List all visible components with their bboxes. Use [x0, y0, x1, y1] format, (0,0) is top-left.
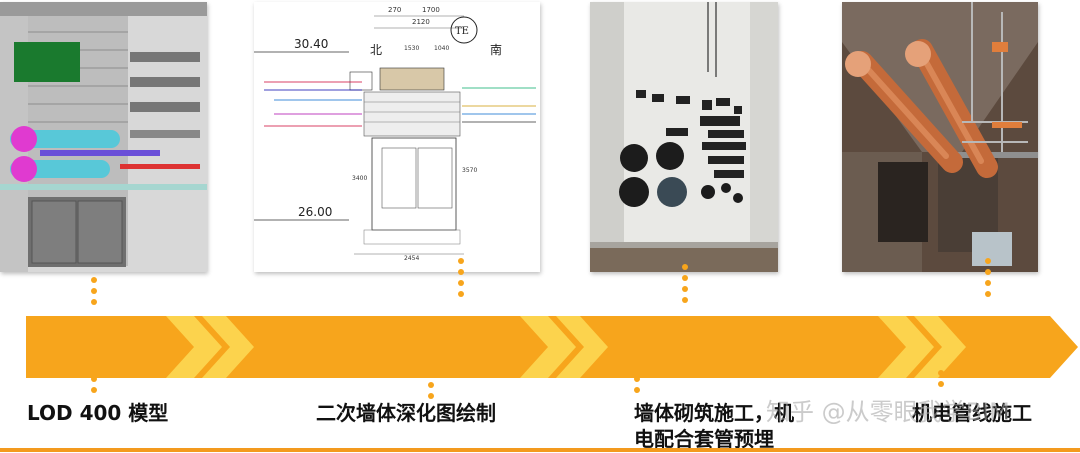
connector-dots-1-bottom	[91, 376, 97, 398]
connector-dot	[682, 297, 688, 303]
chevron-marker	[556, 316, 608, 378]
connector-dots-3-top	[682, 264, 688, 308]
chevron-marker	[202, 316, 254, 378]
chevron-marker	[520, 316, 576, 378]
dir-south: 南	[490, 42, 502, 57]
dim-1700: 1700	[422, 6, 440, 14]
mep-pipe-photo	[842, 2, 1038, 272]
dim-270: 270	[388, 6, 401, 14]
stage-label-masonry-line2: 电配合套管预埋	[634, 427, 774, 451]
bottom-accent-line	[0, 448, 1080, 452]
connector-dot	[682, 264, 688, 270]
elevation-top: 30.40	[294, 37, 328, 51]
connector-dot	[985, 291, 991, 297]
stage-label-masonry-line1: 墙体砌筑施工，机	[634, 401, 794, 425]
connector-dots-2-top	[458, 258, 464, 302]
elevation-bottom: 26.00	[298, 205, 332, 219]
dim-3570: 3570	[462, 167, 477, 174]
chevron-marker	[914, 316, 966, 378]
stage-label-mep-install: 机电管线施工	[912, 401, 1032, 425]
connector-dot	[91, 288, 97, 294]
connector-dot	[985, 258, 991, 264]
connector-dot	[91, 387, 97, 393]
chevron-markers	[166, 316, 966, 378]
connector-dot	[634, 376, 640, 382]
connector-dot	[91, 299, 97, 305]
connector-dots-2-bottom	[428, 382, 434, 404]
dim-2120: 2120	[412, 18, 430, 26]
connector-dot	[938, 370, 944, 376]
connector-dots-4-top	[985, 258, 991, 302]
connector-dot	[458, 258, 464, 264]
connector-dot	[985, 269, 991, 275]
wall-deepening-drawing: 270 1700 2120 TE 30.40 北 南 1530 1040	[254, 2, 540, 272]
connector-dot	[458, 291, 464, 297]
connector-dots-3-bottom	[634, 376, 640, 398]
stage-label-wall-drawing: 二次墙体深化图绘制	[316, 401, 496, 425]
chevron-marker	[166, 316, 222, 378]
masonry-wall-photo	[590, 2, 778, 272]
connector-dot	[985, 280, 991, 286]
dir-north: 北	[370, 43, 382, 57]
lod400-model-image	[0, 2, 207, 272]
chevron-marker	[878, 316, 934, 378]
connector-dot	[428, 393, 434, 399]
timeline-arrow	[26, 316, 1078, 378]
connector-dot	[634, 387, 640, 393]
connector-dot	[682, 286, 688, 292]
connector-dot	[458, 280, 464, 286]
grid-mark: TE	[455, 26, 469, 37]
stage-label-lod400: LOD 400 模型	[27, 401, 169, 425]
dim-1530: 1530	[404, 45, 419, 52]
connector-dot	[91, 277, 97, 283]
connector-dot	[938, 381, 944, 387]
dim-1040: 1040	[434, 45, 449, 52]
dim-3400: 3400	[352, 175, 367, 182]
connector-dot	[91, 376, 97, 382]
connector-dot	[682, 275, 688, 281]
connector-dots-4-bottom	[938, 370, 944, 392]
connector-dot	[428, 382, 434, 388]
dim-2454: 2454	[404, 255, 419, 262]
connector-dots-1-top	[91, 277, 97, 310]
connector-dot	[458, 269, 464, 275]
